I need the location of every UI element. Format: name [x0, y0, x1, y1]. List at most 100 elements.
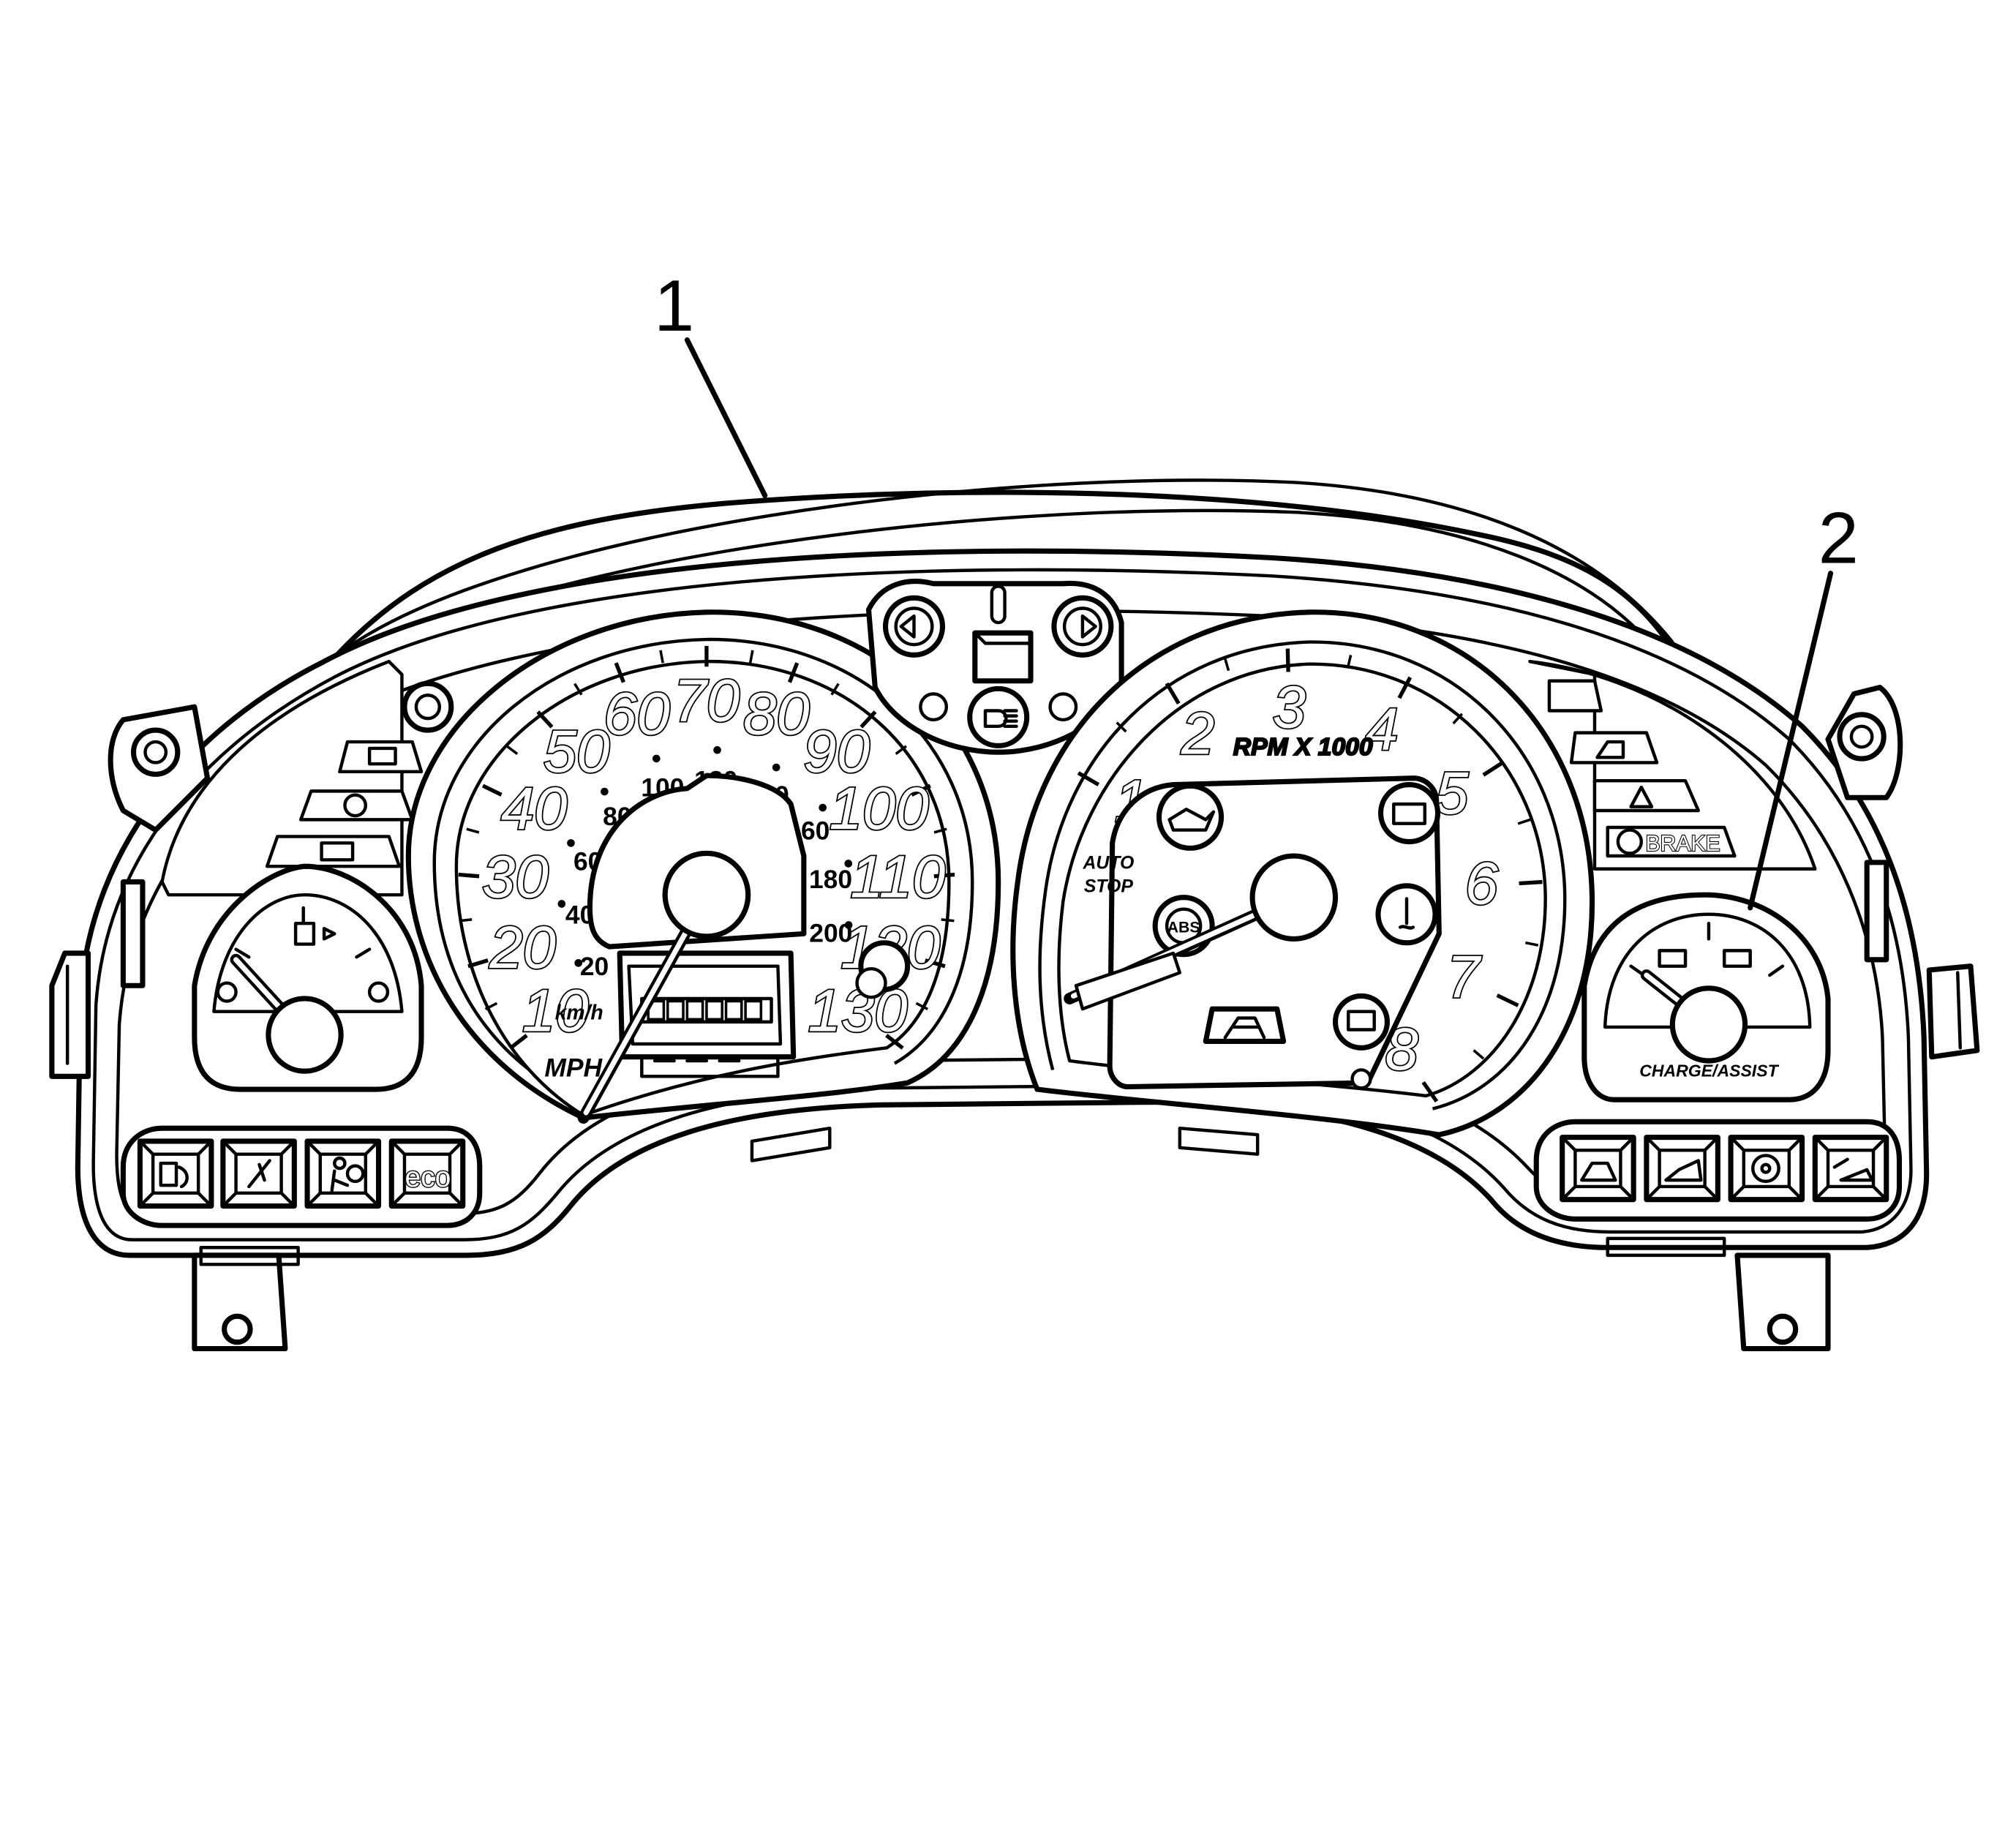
speedometer-kmh-label: 180	[809, 865, 852, 894]
seatbelt-reminder-icon	[1203, 1006, 1287, 1045]
oil-pressure-icon	[1156, 783, 1225, 851]
speedometer-tick	[895, 745, 907, 755]
seatbelt-icon	[220, 1138, 297, 1209]
speedometer-tick	[941, 918, 955, 923]
speedometer-kmh-dot	[819, 803, 827, 812]
abs-label: ABS	[1167, 919, 1200, 936]
speedometer-mph-label: 30	[482, 844, 549, 911]
eco-label: eco	[405, 1162, 451, 1193]
tachometer-label: 5	[1435, 760, 1469, 827]
trip-reset-knob[interactable]	[855, 940, 911, 999]
odometer-digit-cell	[666, 999, 685, 1021]
speedometer-kmh-dot	[772, 763, 781, 772]
speedometer-tick	[924, 958, 946, 969]
coolant-temp-icon	[1375, 883, 1438, 946]
speedometer-needle	[577, 850, 751, 1124]
charge-assist-label: CHARGE/ASSIST	[1639, 1061, 1779, 1080]
tachometer-tick	[1165, 682, 1181, 705]
tachometer-tick	[1421, 1081, 1439, 1103]
tachometer-label: 6	[1465, 851, 1499, 917]
assist-battery-icon	[1658, 949, 1688, 968]
speedometer-tick	[885, 1034, 904, 1050]
odometer-digit-cell	[724, 999, 743, 1021]
speedometer-tick	[787, 662, 800, 683]
tachometer-tick	[1223, 658, 1230, 672]
speedometer-tick	[459, 918, 473, 923]
speedometer-tick	[505, 745, 519, 755]
eco-icon: eco	[388, 1138, 466, 1209]
rpm-title: RPM X 1000	[1233, 734, 1373, 761]
speedometer-mph-label: 90	[803, 718, 870, 785]
fuel-gauge-hub	[266, 996, 344, 1074]
left-turn-signal-icon	[882, 595, 946, 658]
speedometer-mph-label: 60	[603, 681, 670, 748]
speedometer-kmh-dot	[567, 839, 575, 847]
fuel-gauge	[192, 863, 424, 1092]
speedometer-kmh-dot	[844, 860, 853, 868]
tachometer-tick	[1472, 1049, 1485, 1060]
airbag-icon	[304, 1138, 382, 1209]
speedometer-mph-label: 80	[743, 681, 810, 748]
speedometer-kmh-dot	[844, 921, 853, 929]
speedometer-kmh-dot	[574, 959, 582, 967]
tachometer-label: 4	[1365, 696, 1398, 762]
tachometer-needle	[1064, 853, 1339, 1011]
speedometer-tick	[659, 650, 664, 664]
speedometer-mph-label: 20	[489, 914, 556, 981]
fuel-level-icon	[1332, 993, 1390, 1051]
battery-icon	[1378, 781, 1441, 845]
tachometer-tick	[1496, 993, 1519, 1007]
speedometer-tick	[573, 683, 583, 696]
speedometer-tick	[933, 827, 947, 834]
cruise-icon	[1569, 731, 1659, 764]
right-bottom-icon-row	[1533, 1119, 1903, 1222]
charge-gauge-hub	[1669, 985, 1748, 1064]
callout-2: 2	[1748, 497, 1859, 911]
mph-unit-label: MPH	[544, 1053, 603, 1082]
auto-stop-label-line1: AUTO	[1082, 854, 1134, 873]
odometer-digit-cell	[705, 999, 723, 1021]
speedometer-tick	[911, 784, 931, 797]
tachometer-tick	[1397, 676, 1413, 699]
speedometer-kmh-dot	[652, 754, 661, 763]
speedometer-mph-label: 50	[544, 718, 610, 785]
tachometer-tick	[1517, 818, 1531, 825]
speedometer-ticks	[458, 645, 955, 1050]
speedometer-kmh-label: 20	[580, 952, 609, 981]
speedometer-kmh-label: 200	[809, 919, 852, 948]
trunk-open-icon	[1644, 1135, 1720, 1203]
speedometer-tick	[509, 1034, 528, 1050]
master-warning-icon	[1592, 779, 1700, 813]
speedometer-tick	[467, 958, 489, 969]
odometer-digit-cell	[685, 999, 704, 1021]
fuel-cap-icon	[137, 1138, 214, 1209]
tachometer-tick	[1519, 879, 1543, 886]
odometer-display	[647, 999, 763, 1021]
speedometer-tick	[466, 827, 480, 834]
left-warning-panel	[160, 659, 454, 897]
speedometer-kmh-dot	[601, 787, 609, 796]
tachometer-label: 2	[1181, 701, 1214, 767]
speedometer-tick	[614, 662, 625, 683]
tachometer-tick	[1346, 655, 1353, 669]
tachometer-label: 3	[1273, 675, 1306, 741]
speedometer-tick	[915, 1002, 929, 1011]
light-sensor	[990, 585, 1007, 625]
auto-stop-label-line2: STOP	[1084, 877, 1134, 897]
callout-1: 1	[654, 266, 768, 498]
tachometer-tick	[1285, 648, 1290, 672]
tachometer-tick	[1077, 771, 1100, 786]
kmh-unit-label: km/h	[555, 1001, 603, 1024]
speedometer-tick	[748, 650, 754, 664]
brake-icon: BRAKE	[1606, 825, 1737, 858]
speedometer-mph-label: 100	[830, 775, 929, 842]
tachometer: 12345678 ABS	[1010, 609, 1595, 1138]
center-top-indicators	[865, 579, 1124, 755]
speedometer-tick	[830, 683, 840, 696]
speedometer-mph-label: 70	[674, 668, 740, 734]
brake-label: BRAKE	[1645, 832, 1720, 856]
callout-number-1: 1	[654, 266, 694, 347]
tachometer-tick	[1482, 760, 1505, 777]
